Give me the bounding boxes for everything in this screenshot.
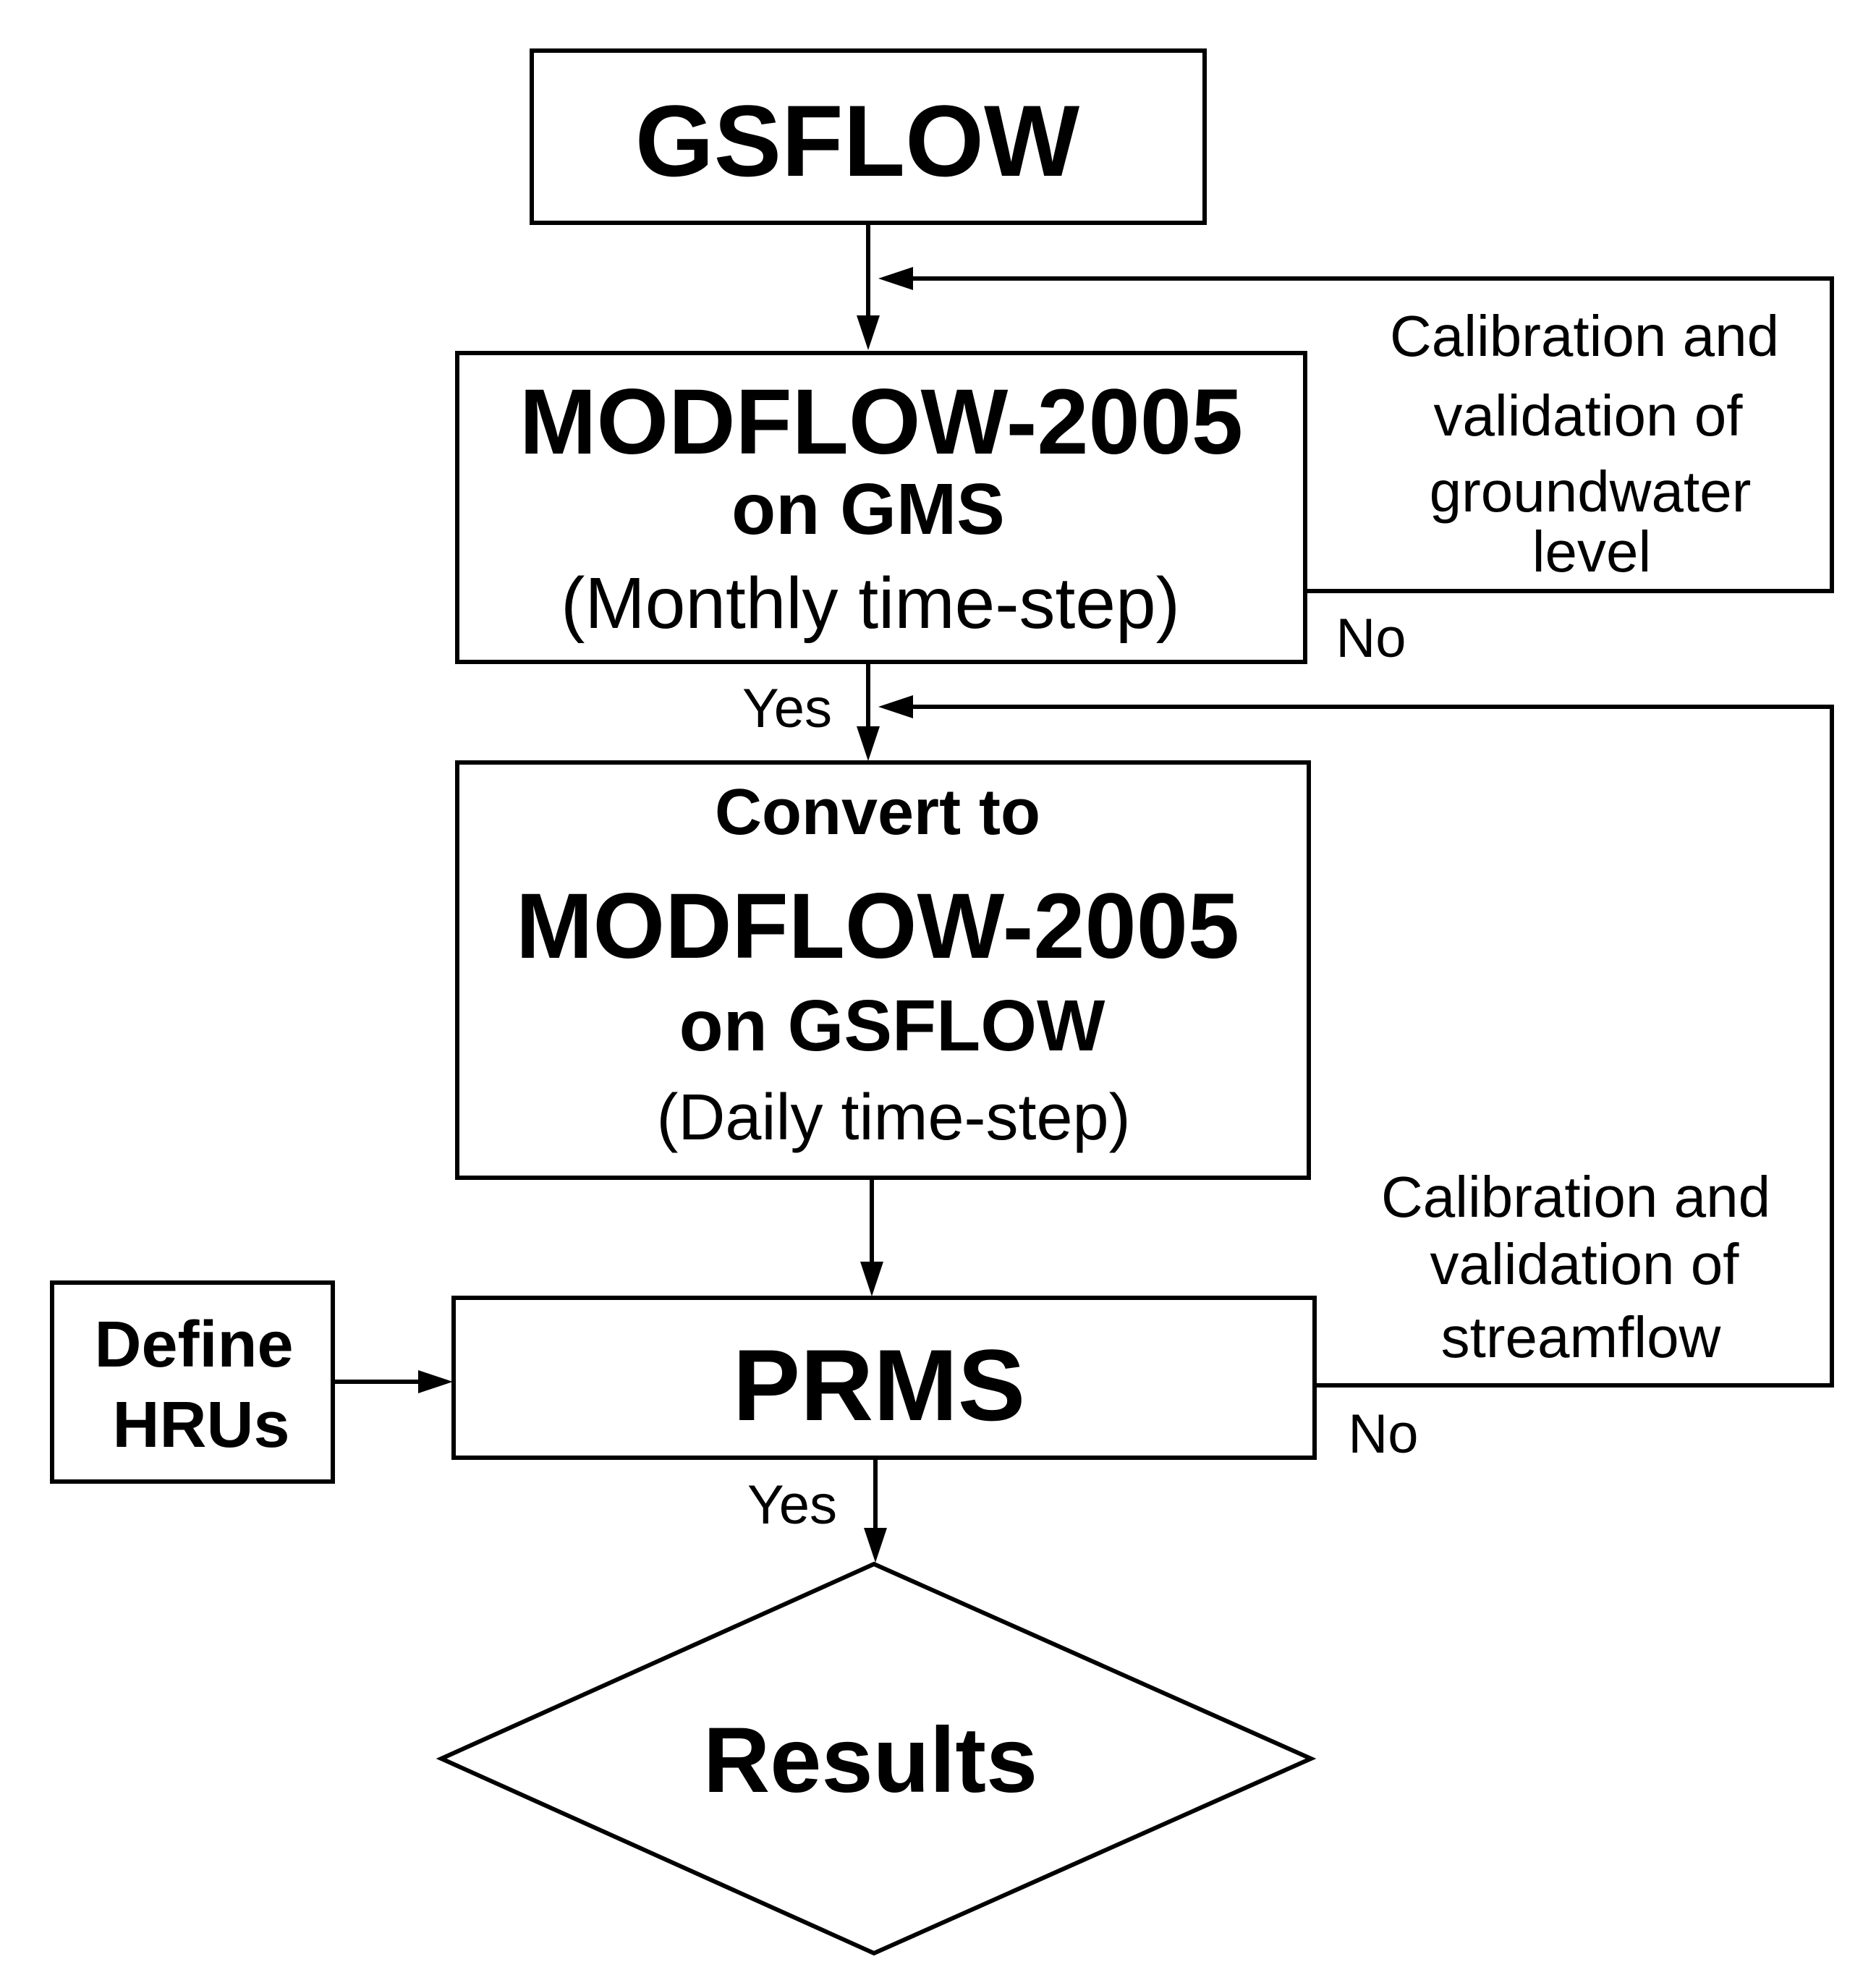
convert-intro: Convert to: [715, 776, 1040, 849]
streamflow-loop-annotation: Calibration and validation of streamflow…: [1348, 1165, 1770, 1465]
groundwater-loop-line3: groundwater: [1430, 459, 1752, 524]
arrowhead-icon: [878, 695, 913, 718]
prms-yes-label: Yes: [747, 1474, 837, 1536]
arrowhead-icon: [857, 726, 880, 761]
convert-timestep: (Daily time-step): [656, 1082, 1130, 1154]
modflow-yes-label: Yes: [742, 678, 832, 739]
node-results: Results: [436, 1561, 1317, 1956]
streamflow-loop-line2: validation of: [1430, 1232, 1740, 1296]
groundwater-loop-line1: Calibration and: [1390, 304, 1779, 368]
node-convert: Convert to MODFLOW-2005 on GSFLOW (Daily…: [455, 760, 1311, 1180]
streamflow-loop-line3: streamflow: [1441, 1305, 1721, 1369]
loop-groundwater-line: [913, 276, 1834, 593]
groundwater-loop-line4: level: [1532, 519, 1652, 584]
node-prms: PRMS: [451, 1296, 1317, 1460]
define-hrus-line2: HRUs: [112, 1389, 289, 1461]
gsflow-box: [530, 48, 1207, 225]
define-hrus-box: [50, 1280, 335, 1484]
arrowhead-icon: [857, 315, 880, 350]
modflow-gms-timestep: (Monthly time-step): [561, 563, 1180, 644]
gsflow-label: GSFLOW: [635, 84, 1079, 197]
streamflow-no-label: No: [1348, 1403, 1418, 1465]
modflow-gms-title: MODFLOW-2005: [519, 370, 1243, 474]
groundwater-loop-line2: validation of: [1434, 383, 1744, 448]
prms-label: PRMS: [733, 1328, 1025, 1442]
arrowhead-icon: [860, 1262, 883, 1296]
prms-box: [451, 1296, 1317, 1460]
convert-box: [455, 760, 1311, 1180]
modflow-gms-box: [455, 351, 1307, 664]
node-gsflow: GSFLOW: [530, 48, 1207, 225]
define-hrus-line1: Define: [94, 1309, 293, 1381]
arrowhead-icon: [864, 1528, 887, 1563]
loop-streamflow-line: [913, 705, 1834, 1388]
node-define-hrus: Define HRUs: [50, 1280, 335, 1484]
convert-title: MODFLOW-2005: [516, 875, 1239, 978]
streamflow-loop-line1: Calibration and: [1381, 1165, 1770, 1229]
results-label: Results: [703, 1709, 1037, 1812]
convert-platform: on GSFLOW: [679, 985, 1105, 1066]
groundwater-loop-annotation: Calibration and validation of groundwate…: [1336, 304, 1779, 669]
node-modflow-gms: MODFLOW-2005 on GMS (Monthly time-step): [455, 351, 1307, 664]
connectors: [334, 224, 1834, 1563]
modflow-gms-platform: on GMS: [731, 469, 1005, 550]
arrowhead-icon: [878, 267, 913, 290]
results-diamond: [436, 1561, 1317, 1956]
groundwater-no-label: No: [1336, 608, 1406, 669]
arrowhead-icon: [418, 1370, 453, 1393]
